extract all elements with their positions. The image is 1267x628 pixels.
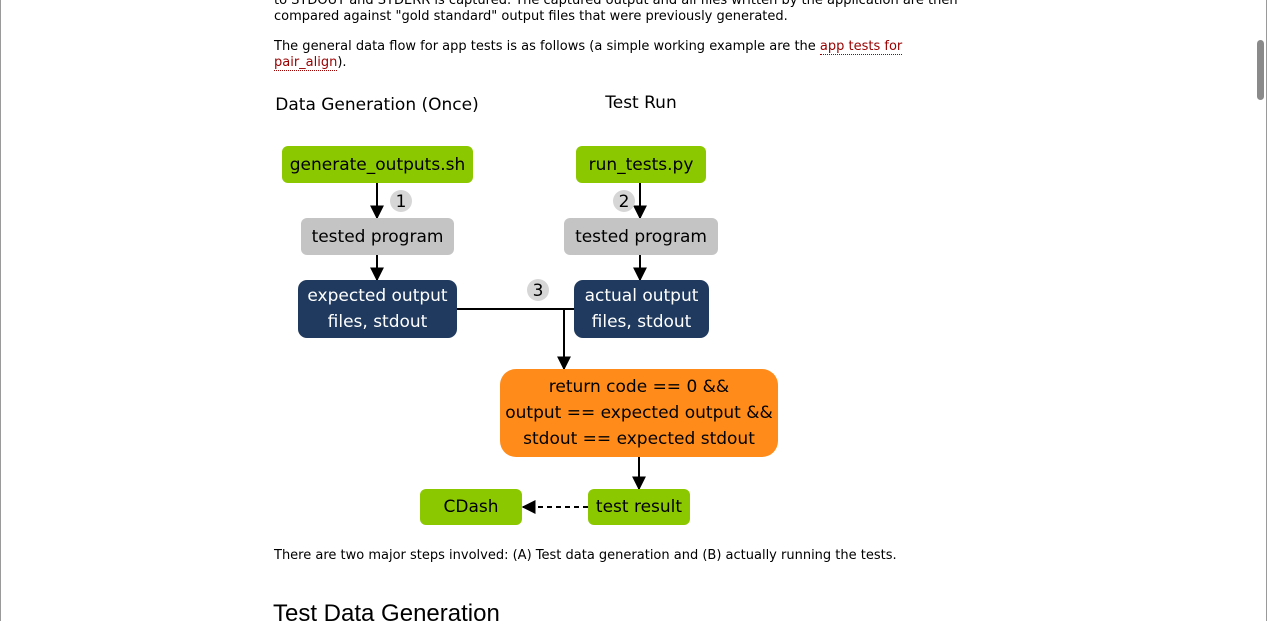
tested-program-left-box (301, 218, 454, 255)
intro-paragraph: to STDOUT and STDERR is captured. The ca… (274, 0, 994, 25)
actual-output-line-2: files, stdout (592, 312, 692, 332)
cdash-label: CDash (443, 497, 498, 517)
comparison-box (500, 369, 778, 457)
expected-output-box (298, 280, 457, 338)
generate-outputs-box (282, 146, 473, 183)
step-1-badge (390, 190, 412, 212)
steps-summary-text: There are two major steps involved: (A) … (274, 548, 897, 563)
step-3-badge (527, 279, 549, 301)
step-3-number: 3 (533, 281, 544, 301)
comparison-line-3: stdout == expected stdout (523, 429, 755, 449)
step-2-badge (613, 190, 635, 212)
expected-output-line-2: files, stdout (328, 312, 428, 332)
test-data-generation-heading: Test Data Generation (273, 600, 500, 627)
test-result-label: test result (596, 497, 682, 517)
test-run-title: Test Run (604, 93, 676, 113)
app-tests-link[interactable]: app tests for pair_align (274, 39, 903, 71)
run-tests-box (576, 146, 706, 183)
window-left-border (0, 0, 1, 621)
dataflow-paragraph: The general data flow for app tests is a… (274, 39, 954, 71)
intro-line-1: to STDOUT and STDERR is captured. The ca… (274, 0, 958, 8)
generate-outputs-label: generate_outputs.sh (290, 155, 465, 175)
actual-output-line-1: actual output (585, 286, 699, 306)
comparison-line-2: output == expected output && (505, 403, 773, 423)
dataflow-text: The general data flow for app tests is a… (274, 39, 820, 54)
tested-program-left-label: tested program (312, 227, 444, 247)
step-2-number: 2 (619, 192, 630, 212)
intro-line-2: compared against "gold standard" output … (274, 9, 788, 24)
comparison-line-1: return code == 0 && (549, 377, 729, 397)
dataflow-suffix: ). (337, 55, 347, 70)
step-1-number: 1 (396, 192, 407, 212)
actual-output-box (574, 280, 709, 338)
run-tests-label: run_tests.py (589, 155, 694, 175)
data-generation-title: Data Generation (Once) (275, 95, 478, 115)
tested-program-right-box (564, 218, 718, 255)
expected-output-line-1: expected output (307, 286, 448, 306)
test-result-box (588, 489, 690, 525)
vertical-scrollbar-thumb[interactable] (1257, 40, 1264, 100)
cdash-box (420, 489, 522, 525)
tested-program-right-label: tested program (575, 227, 707, 247)
